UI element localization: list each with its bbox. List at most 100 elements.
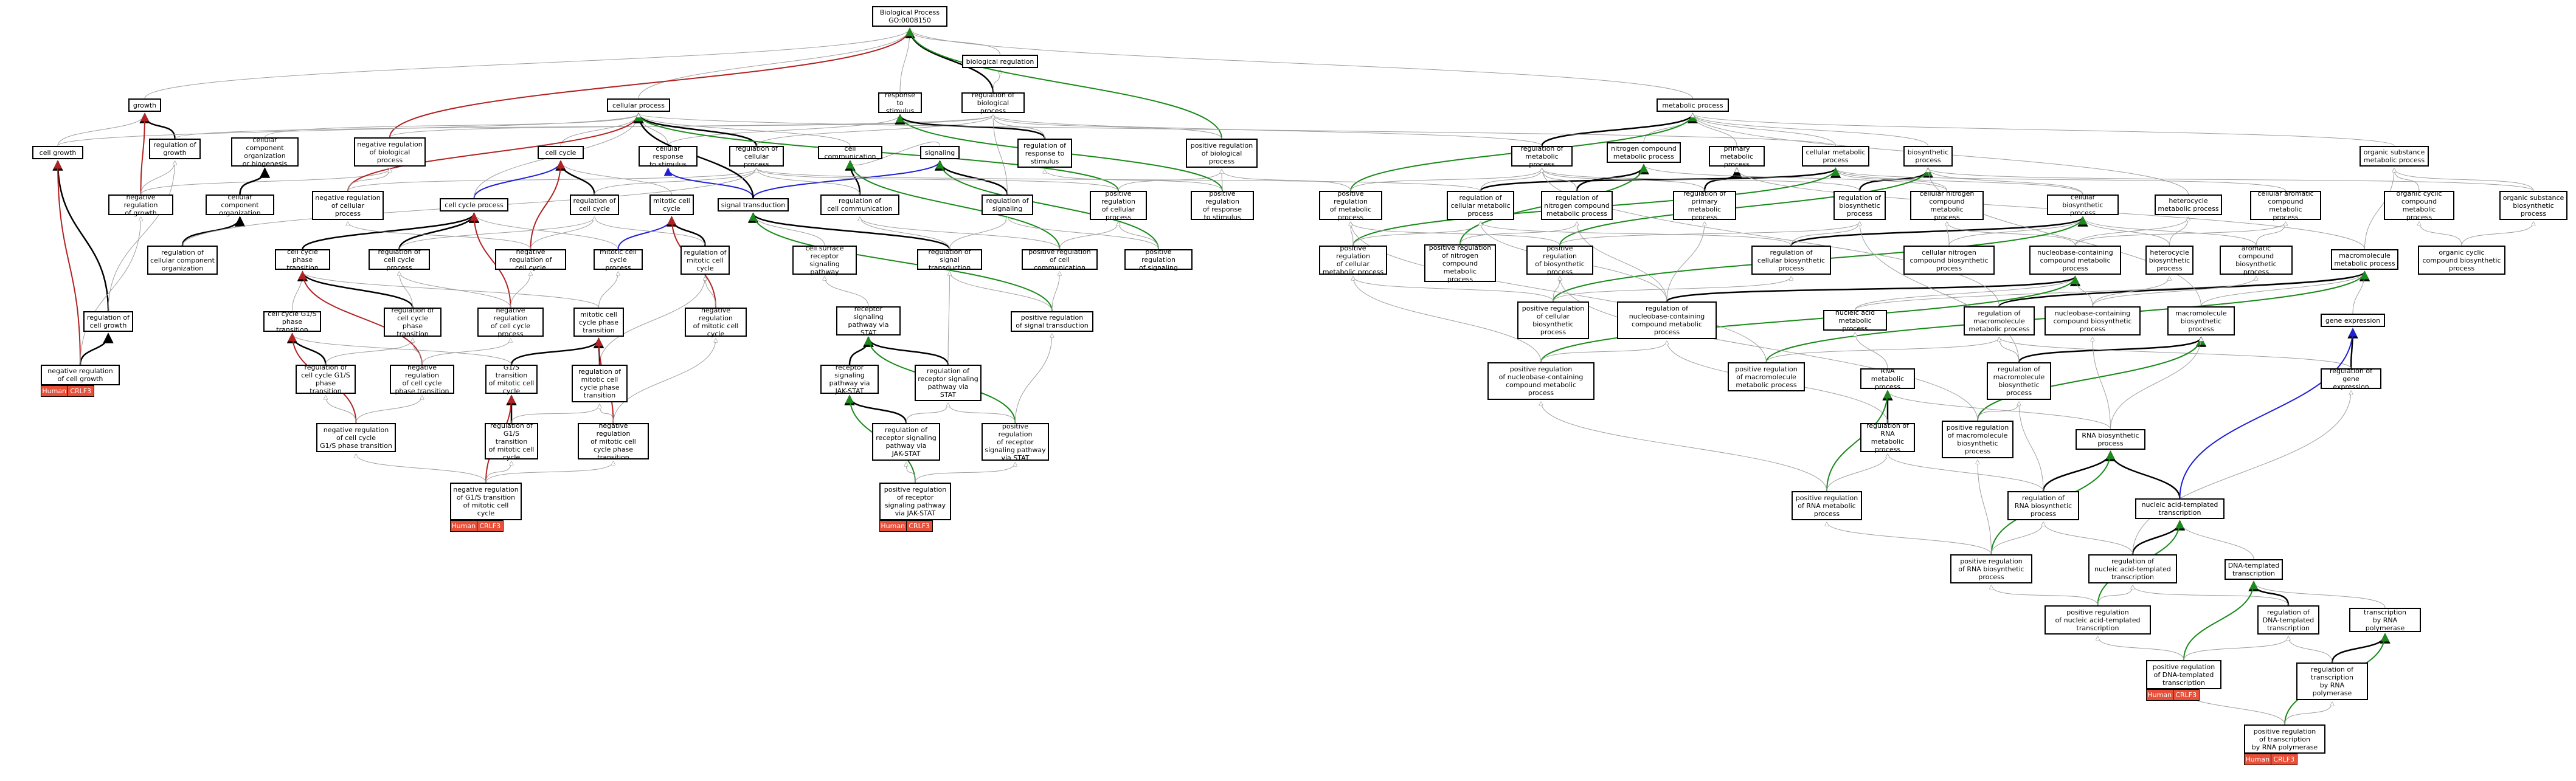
go-term-reg-nat[interactable]: regulation of nucleic acid-templated tra… <box>2088 554 2177 583</box>
go-term-reg-cell-growth[interactable]: regulation of cell growth <box>83 311 133 332</box>
go-term-rsp-jakstat[interactable]: receptor signaling pathway via JAK-STAT <box>820 363 879 395</box>
go-term-reg-biosynth[interactable]: regulation of biosynthetic process <box>1833 191 1886 220</box>
go-term-g1s[interactable]: cell cycle G1/S phase transition <box>263 310 321 334</box>
go-term-reg-bp[interactable]: regulation of biological process <box>961 91 1025 115</box>
go-term-g1s-mitotic[interactable]: G1/S transition of mitotic cell cycle <box>485 363 538 395</box>
go-term-resp-stim[interactable]: response to stimulus <box>878 91 922 115</box>
go-term-aromatic-bios[interactable]: aromatic compound biosynthetic process <box>2220 244 2293 276</box>
go-term-reg-resp[interactable]: regulation of response to stimulus <box>1017 139 1072 168</box>
go-term-heterocycle-bios[interactable]: heterocycle biosynthetic process <box>2145 246 2193 275</box>
go-term-pos-reg-signaling[interactable]: positive regulation of signaling <box>1124 248 1193 272</box>
go-term-cell-resp[interactable]: cellular response to stimulus <box>639 145 698 168</box>
go-term-pos-reg-tr-rnapol[interactable]: positive regulation of transcription by … <box>2244 724 2325 754</box>
go-term-cellular-process[interactable]: cellular process <box>607 98 670 112</box>
go-term-reg-cell-cycle[interactable]: regulation of cell cycle <box>570 194 619 215</box>
go-term-pos-reg-rsp-jakstat[interactable]: positive regulation of receptor signalin… <box>879 483 951 520</box>
go-term-reg-cell-comm[interactable]: regulation of cell communication <box>820 194 899 215</box>
go-term-nitrogen[interactable]: nitrogen compound metabolic process <box>1607 142 1681 163</box>
go-term-neg-reg-cp[interactable]: negative regulation of cellular process <box>312 191 384 220</box>
go-term-mitotic-ccp[interactable]: mitotic cell cycle process <box>594 248 643 272</box>
go-term-reg-sig-trans[interactable]: regulation of signal transduction <box>917 248 982 272</box>
go-term-neg-reg-ccpt[interactable]: negative regulation of cell cycle phase … <box>390 363 454 395</box>
go-term-pos-reg-metab[interactable]: positive regulation of metabolic process <box>1319 190 1382 221</box>
go-term-cell-cycle[interactable]: cell cycle <box>538 146 584 159</box>
go-term-cc-org[interactable]: cellular component organization or bioge… <box>231 136 299 168</box>
go-term-cell-biosynth[interactable]: cellular biosynthetic process <box>2047 193 2119 217</box>
go-term-bioreg[interactable]: biological regulation <box>962 55 1038 68</box>
go-term-nucleobase-metab[interactable]: nucleobase-containing compound metabolic… <box>2029 246 2121 275</box>
go-term-neg-reg-ccp[interactable]: negative regulation of cell cycle proces… <box>477 306 544 338</box>
go-term-reg-rsp-stat[interactable]: regulation of receptor signaling pathway… <box>915 365 982 401</box>
go-term-reg-cell-metab[interactable]: regulation of cellular metabolic process <box>1447 191 1514 220</box>
go-term-cs-rsp[interactable]: cell surface receptor signaling pathway <box>792 244 857 276</box>
go-term-cell-metab[interactable]: cellular metabolic process <box>1802 146 1869 167</box>
go-term-cell-growth[interactable]: cell growth <box>32 146 83 159</box>
go-term-sig-trans[interactable]: signal transduction <box>718 198 789 212</box>
go-term-metabolic[interactable]: metabolic process <box>1657 98 1729 112</box>
go-term-pos-reg-macromol-metab[interactable]: positive regulation of macromolecule met… <box>1728 362 1805 391</box>
go-term-neg-reg-cc-g1s[interactable]: negative regulation of cell cycle G1/S p… <box>316 423 396 452</box>
go-term-pos-reg-cell-comm[interactable]: positive regulation of cell communicatio… <box>1022 248 1098 272</box>
go-term-reg-primary[interactable]: regulation of primary metabolic process <box>1673 190 1736 221</box>
go-term-dna-tr[interactable]: DNA-templated transcription <box>2225 559 2283 580</box>
go-term-gene-expr[interactable]: gene expression <box>2321 314 2385 327</box>
go-term-reg-growth[interactable]: regulation of growth <box>149 139 201 159</box>
go-term-growth[interactable]: growth <box>128 98 161 112</box>
go-term-neg-reg-growth[interactable]: negative regulation of growth <box>108 193 173 217</box>
go-term-reg-cc-g1s[interactable]: regulation of cell cycle G1/S phase tran… <box>296 363 356 395</box>
go-term-bp[interactable]: Biological Process GO:0008150 <box>872 6 947 27</box>
go-term-cc-process[interactable]: cell cycle process <box>440 198 508 212</box>
go-term-neg-reg-cc[interactable]: negative regulation of cell cycle <box>495 248 566 272</box>
go-term-reg-macromol-bios[interactable]: regulation of macromolecule biosynthetic… <box>1987 362 2051 400</box>
go-term-reg-nucleobase[interactable]: regulation of nucleobase-containing comp… <box>1617 301 1717 339</box>
go-term-pos-reg-cell-metab[interactable]: positive regulation of cellular metaboli… <box>1319 244 1387 276</box>
go-term-cell-aromatic[interactable]: cellular aromatic compound metabolic pro… <box>2250 190 2321 221</box>
go-term-pos-reg-macromol-bios[interactable]: positive regulation of macromolecule bio… <box>1942 421 2013 458</box>
go-term-pos-reg-rna-bios[interactable]: positive regulation of RNA biosynthetic … <box>1950 554 2032 583</box>
go-term-rna-metab[interactable]: RNA metabolic process <box>1860 367 1915 391</box>
go-term-reg-cell-biosynth[interactable]: regulation of cellular biosynthetic proc… <box>1751 246 1831 275</box>
go-term-signaling[interactable]: signaling <box>920 146 960 159</box>
go-term-pos-reg-cp[interactable]: positive regulation of cellular process <box>1090 190 1147 221</box>
go-term-cell-nitrogen[interactable]: cellular nitrogen compound metabolic pro… <box>1910 190 1984 221</box>
go-term-heterocycle-metab[interactable]: heterocycle metabolic process <box>2155 194 2222 215</box>
go-term-reg-metab[interactable]: regulation of metabolic process <box>1511 145 1573 168</box>
go-term-reg-dna-tr[interactable]: regulation of DNA-templated transcriptio… <box>2257 605 2319 635</box>
go-term-org-sub[interactable]: organic substance metabolic process <box>2360 146 2429 167</box>
go-term-reg-g1s-mitotic[interactable]: regulation of G1/S transition of mitotic… <box>485 422 538 461</box>
go-term-mitotic-cc[interactable]: mitotic cell cycle <box>649 194 694 215</box>
go-term-cc-phase-trans[interactable]: cell cycle phase transition <box>275 248 330 272</box>
go-term-macromol-bios[interactable]: macromolecule biosynthetic process <box>2167 306 2235 335</box>
go-term-reg-macromol-metab[interactable]: regulation of macromolecule metabolic pr… <box>1964 306 2035 335</box>
go-term-cell-nitrogen-bios[interactable]: cellular nitrogen compound biosynthetic … <box>1903 246 1995 275</box>
go-term-tr-rnapol[interactable]: transcription by RNA polymerase <box>2349 608 2421 632</box>
go-term-reg-ccp[interactable]: regulation of cell cycle process <box>369 248 430 272</box>
go-term-nat[interactable]: nucleic acid-templated transcription <box>2135 498 2225 519</box>
go-term-mitotic-ccpt[interactable]: mitotic cell cycle phase transition <box>573 308 624 337</box>
go-term-neg-reg-mcc[interactable]: negative regulation of mitotic cell cycl… <box>685 306 747 338</box>
go-term-nucleobase-bios[interactable]: nucleobase-containing compound biosynthe… <box>2045 306 2141 335</box>
go-term-org-sub-bios[interactable]: organic substance biosynthetic process <box>2499 191 2567 220</box>
go-term-primary-metab[interactable]: primary metabolic process <box>1709 145 1765 168</box>
go-term-neg-reg-mccpt[interactable]: negative regulation of mitotic cell cycl… <box>578 422 649 461</box>
go-term-pos-reg-resp[interactable]: positive regulation of response to stimu… <box>1191 190 1254 221</box>
go-term-reg-rsp-jakstat[interactable]: regulation of receptor signaling pathway… <box>872 423 940 461</box>
go-term-neg-reg-g1s-mitotic[interactable]: negative regulation of G1/S transition o… <box>450 483 522 520</box>
go-term-neg-reg-bp[interactable]: negative regulation of biological proces… <box>354 137 426 167</box>
go-term-reg-ccpt[interactable]: regulation of cell cycle phase transitio… <box>384 306 441 338</box>
go-term-reg-mitotic-cc[interactable]: regulation of mitotic cell cycle <box>680 246 730 275</box>
go-term-pos-reg-rna-metab[interactable]: positive regulation of RNA metabolic pro… <box>1792 491 1862 520</box>
go-term-rna-bios[interactable]: RNA biosynthetic process <box>2076 429 2145 450</box>
go-term-pos-reg-nitrogen[interactable]: positive regulation of nitrogen compound… <box>1424 244 1496 283</box>
go-term-cc-organization[interactable]: cellular component organization <box>206 193 274 217</box>
go-term-pos-reg-cell-bios[interactable]: positive regulation of cellular biosynth… <box>1517 301 1589 339</box>
go-term-pos-reg-rsp-stat[interactable]: positive regulation of receptor signalin… <box>982 422 1049 462</box>
go-term-reg-mccpt[interactable]: regulation of mitotic cell cycle phase t… <box>572 365 628 402</box>
go-term-reg-nitrogen[interactable]: regulation of nitrogen compound metaboli… <box>1541 191 1613 220</box>
go-term-rsp-stat[interactable]: receptor signaling pathway via STAT <box>836 305 901 337</box>
go-term-pos-reg-nucleobase[interactable]: positive regulation of nucleobase-contai… <box>1487 362 1594 400</box>
go-term-neg-reg-cell-growth[interactable]: negative regulation of cell growth <box>41 365 120 385</box>
go-term-pos-reg-nat[interactable]: positive regulation of nucleic acid-temp… <box>2045 605 2151 635</box>
go-term-biosynth[interactable]: biosynthetic process <box>1903 146 1953 167</box>
go-term-reg-gene-expr[interactable]: regulation of gene expression <box>2321 367 2381 391</box>
